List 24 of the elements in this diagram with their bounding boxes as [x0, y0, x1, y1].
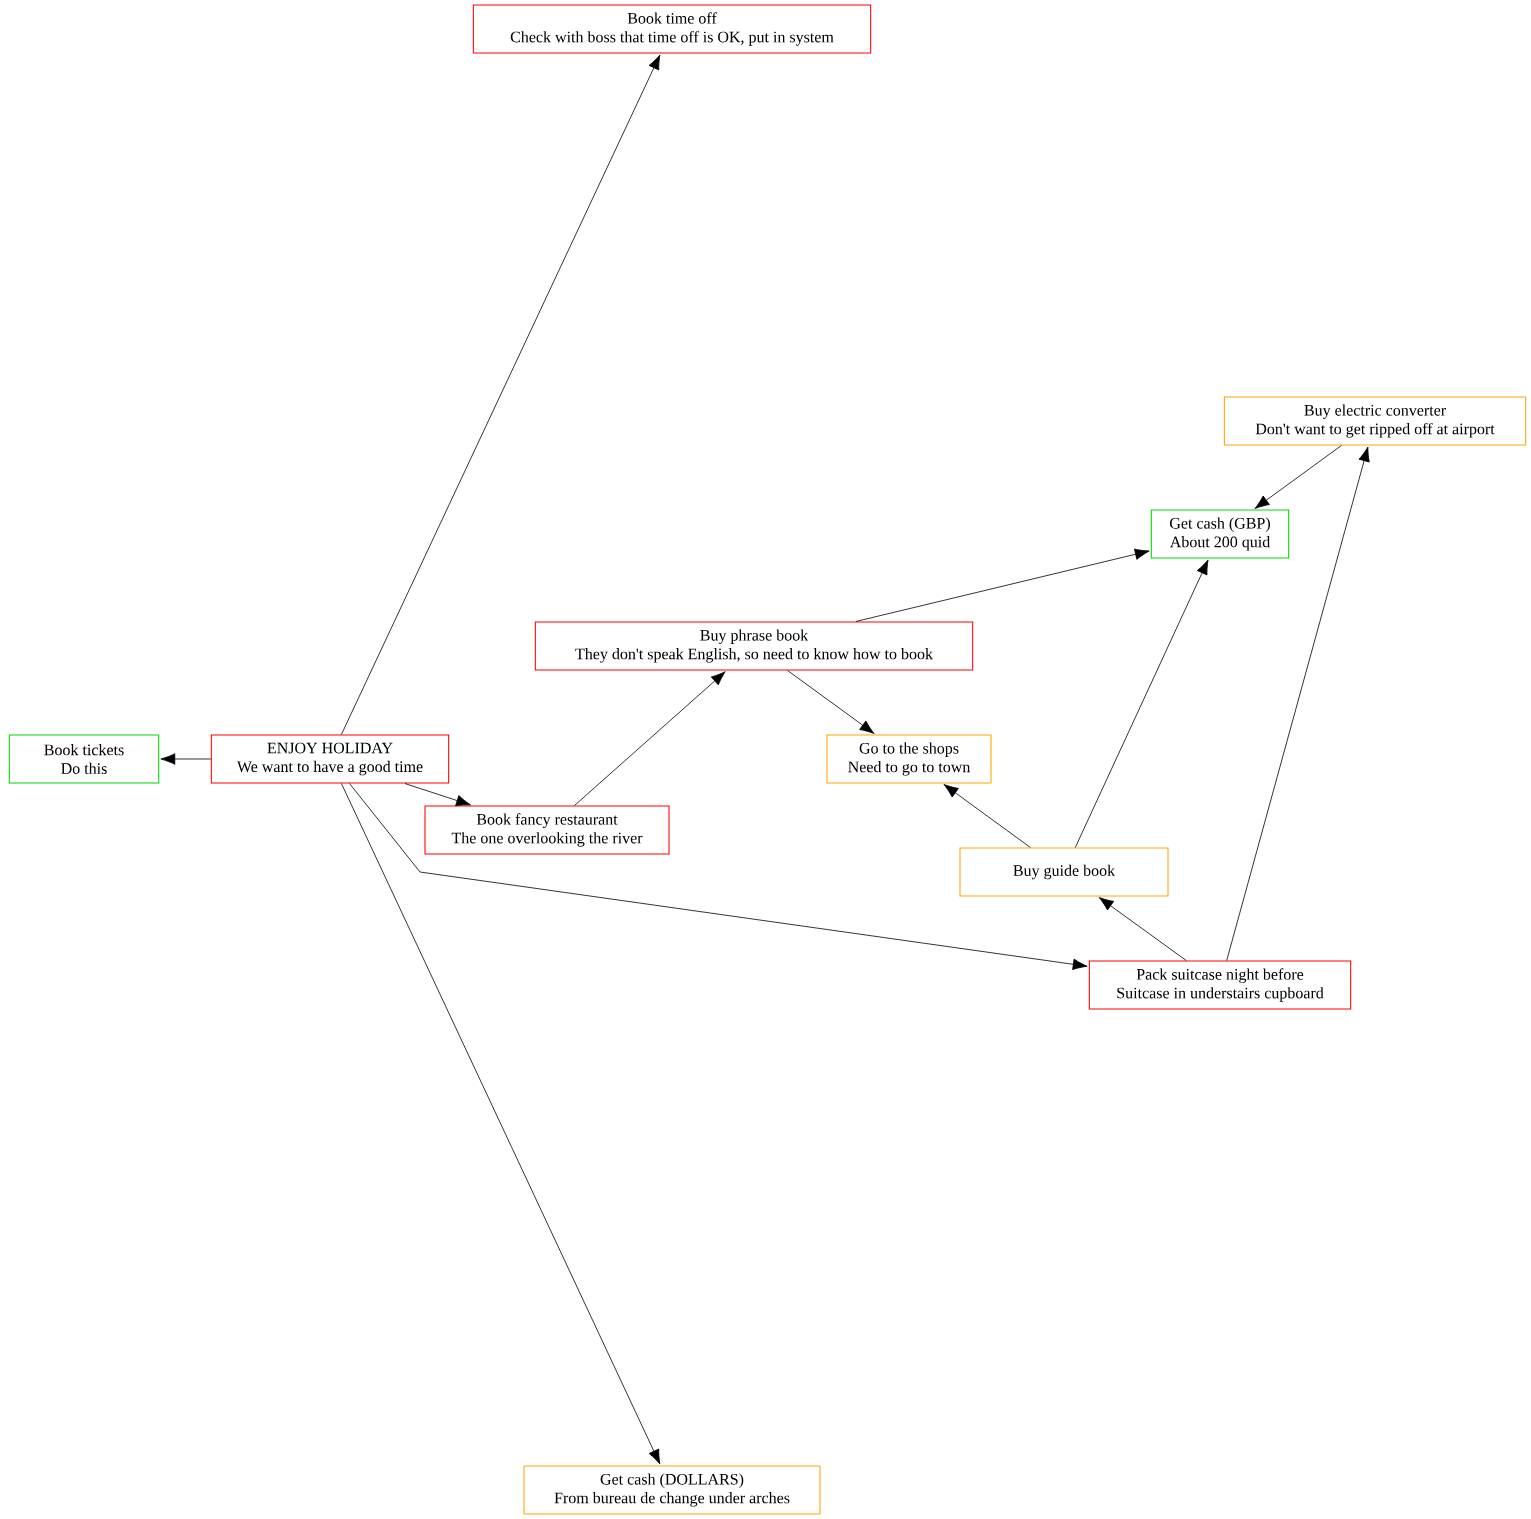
arrow	[404, 783, 471, 807]
arrow	[341, 54, 661, 735]
task-box: Book time off Check with boss that time off is OK, put in system	[472, 4, 872, 54]
arrow	[787, 670, 875, 734]
task-box: Pack suitcase night before Suitcase in understairs cupboard	[1088, 960, 1352, 1010]
task-box: Book tickets Do this	[8, 734, 160, 784]
task-box: Buy phrase book They don't speak English, so need to know how to book	[534, 621, 974, 671]
arrow	[574, 671, 726, 806]
task-box: Get cash (DOLLARS) From bureau de change under arches	[523, 1465, 821, 1515]
task-box: Get cash (GBP) About 200 quid	[1150, 509, 1290, 559]
task-box: Buy guide book	[959, 847, 1169, 897]
arrow	[160, 753, 212, 765]
task-box: Buy electric converter Don't want to get ripped off at airport	[1223, 396, 1527, 446]
arrow	[1226, 446, 1370, 961]
arrow	[943, 784, 1031, 848]
arrow	[1254, 445, 1342, 509]
arrow	[349, 783, 1088, 970]
arrow	[1098, 897, 1187, 961]
task-box: ENJOY HOLIDAY We want to have a good time	[210, 734, 450, 784]
arrow	[855, 548, 1150, 622]
task-box: Go to the shops Need to go to town	[826, 734, 992, 784]
arrow	[341, 783, 661, 1465]
task-box: Book fancy restaurant The one overlooking the river	[424, 805, 670, 855]
arrow	[1074, 559, 1209, 848]
